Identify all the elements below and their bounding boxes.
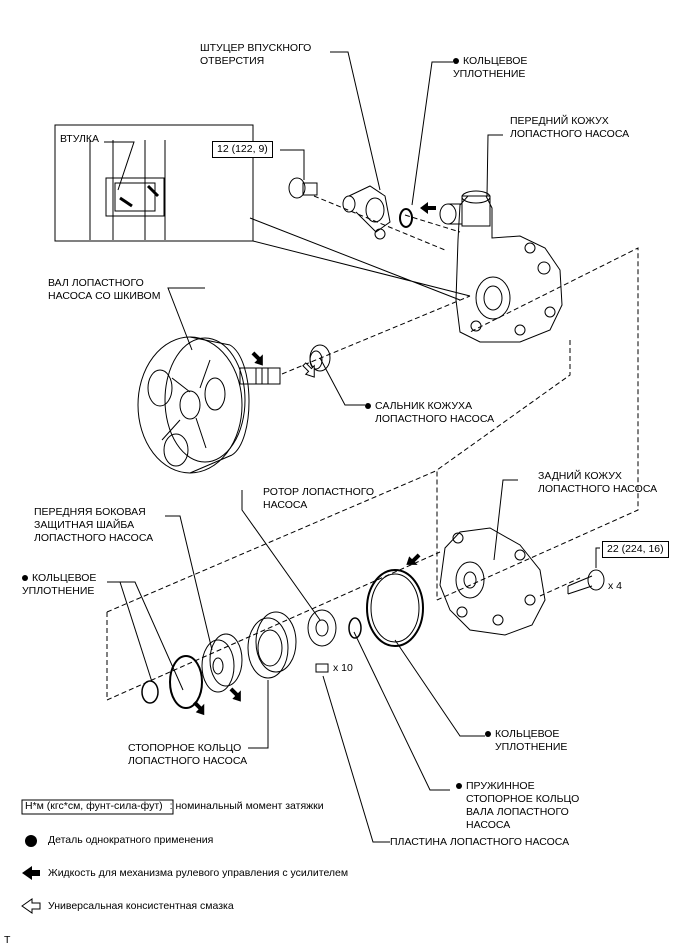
legend-non-reusable: Деталь однократного применения: [48, 834, 214, 846]
rotor-part: [307, 609, 337, 647]
vane-plate-part: [315, 663, 329, 673]
count-bolts: x 4: [608, 580, 623, 592]
legend-torque: Н*м (кгс*см, фунт-сила-фут) : номинальны…: [22, 800, 324, 812]
dashed-lines: [106, 195, 639, 701]
oring-left-large-part: [169, 655, 203, 709]
legend-non-reusable-dot-icon: [25, 835, 37, 847]
leader-torque-inlet: [280, 149, 305, 180]
non-reusable-dot-icon: [485, 731, 491, 738]
leader-torque-rear: [595, 547, 600, 568]
count-plates: x 10: [333, 662, 353, 674]
legend-grease-arrow-icon: [21, 898, 41, 914]
non-reusable-dot-icon: [456, 783, 462, 790]
torque-rear-bolt: 22 (224, 16): [602, 541, 669, 558]
rear-bolt-part: [567, 569, 605, 595]
legend-torque-text: : номинальный момент затяжки: [169, 800, 324, 812]
leader-inlet-fitting: [330, 51, 381, 191]
non-reusable-dot-icon: [365, 403, 371, 410]
fluid-arrow-icon: [420, 202, 436, 214]
legend-fluid-arrow-icon: [22, 866, 40, 880]
side-plate-part: [201, 633, 243, 693]
fluid-arrow-icon: [251, 351, 263, 366]
leader-vane-plate: [322, 675, 390, 843]
legend-torque-frame: [21, 799, 174, 815]
leader-rotor: [241, 490, 321, 621]
figure-code: T: [4, 934, 11, 946]
leader-cam-ring: [248, 680, 269, 749]
leader-side-plate: [165, 515, 213, 651]
non-reusable-dot-icon: [22, 575, 28, 582]
oring-top-part: [399, 208, 413, 228]
grease-arrows: [21, 362, 315, 914]
bushing-detail: [89, 140, 166, 240]
non-reusable-dot-icon: [453, 58, 459, 65]
legend-grease: Универсальная консистентная смазка: [48, 900, 234, 912]
label-bushing: ВТУЛКА: [60, 133, 100, 145]
oil-seal-part: [309, 344, 331, 372]
front-housing-part: [439, 190, 563, 343]
pulley-part: [137, 336, 281, 474]
leader-front-housing: [486, 134, 503, 197]
fluid-arrow-icon: [192, 700, 205, 716]
rear-housing-part: [439, 527, 546, 636]
fluid-arrows: [22, 202, 436, 880]
snap-ring-part: [348, 617, 362, 639]
leader-oring-right: [394, 639, 485, 737]
oring-right-part: [366, 569, 424, 647]
leader-oring-left: [107, 581, 184, 691]
torque-inlet-bolt: 12 (122, 9): [212, 141, 273, 158]
leader-oil-seal: [319, 357, 365, 406]
inlet-fitting-part: [342, 185, 391, 240]
fluid-arrow-icon: [406, 553, 421, 565]
leader-snap-ring: [353, 631, 450, 791]
cam-ring-part: [247, 611, 297, 679]
fluid-arrow-icon: [229, 687, 241, 702]
leader-rear-housing: [493, 479, 518, 561]
oring-left-small-part: [141, 680, 159, 704]
legend-torque-units: Н*м (кгс*см, фунт-сила-фут): [25, 800, 163, 812]
leader-oring-left-2: [119, 581, 153, 683]
label-vane-plate: ПЛАСТИНА ЛОПАСТНОГО НАСОСА: [390, 836, 570, 848]
grease-arrow-icon: [302, 362, 315, 378]
inlet-bolt-part: [288, 177, 318, 199]
leader-oring-top: [411, 61, 453, 206]
detail-inset-box: [54, 124, 254, 242]
legend-ps-fluid: Жидкость для механизма рулевого управлен…: [48, 867, 349, 879]
leader-shaft: [167, 287, 205, 351]
